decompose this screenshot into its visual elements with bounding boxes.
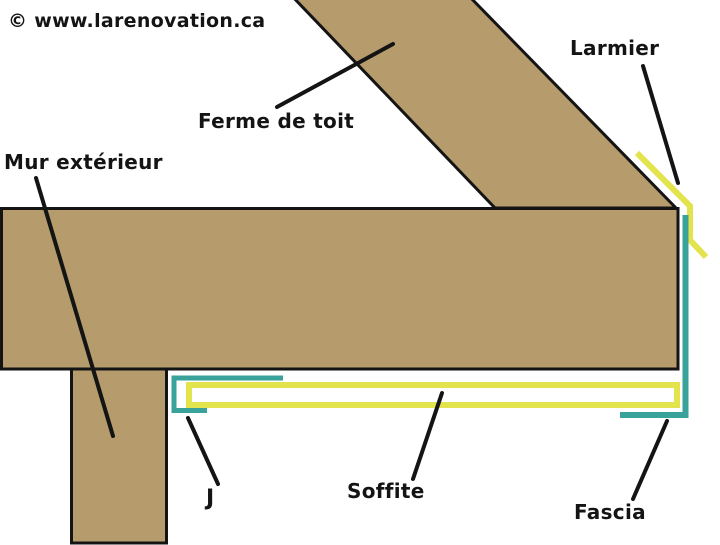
exterior-wall-shape bbox=[70, 360, 168, 545]
truss-bottom-chord-shape bbox=[0, 207, 680, 371]
fascia-shape bbox=[620, 215, 689, 418]
label-exterior-wall: Mur extérieur bbox=[4, 150, 163, 174]
soffit-panel-shape bbox=[186, 382, 680, 408]
label-soffit: Soffite bbox=[347, 479, 425, 503]
soffit-leader-line bbox=[411, 391, 444, 481]
label-drip-edge: Larmier bbox=[570, 36, 660, 60]
label-j-channel: J bbox=[206, 486, 215, 511]
roof-truss-leader-line bbox=[275, 42, 395, 109]
label-roof-truss: Ferme de toit bbox=[198, 109, 355, 133]
exterior-wall-leader-line bbox=[34, 176, 115, 438]
roof-truss-diagonal-shape bbox=[293, 0, 680, 210]
drip-edge-leader-line bbox=[641, 64, 680, 185]
j-channel-leader-line bbox=[186, 416, 220, 486]
fascia-leader-line bbox=[631, 419, 669, 501]
drip-edge-shape bbox=[634, 150, 709, 260]
watermark-copyright: © www.larenovation.ca bbox=[8, 10, 266, 32]
label-fascia: Fascia bbox=[574, 500, 646, 524]
j-channel-shape bbox=[171, 375, 283, 413]
